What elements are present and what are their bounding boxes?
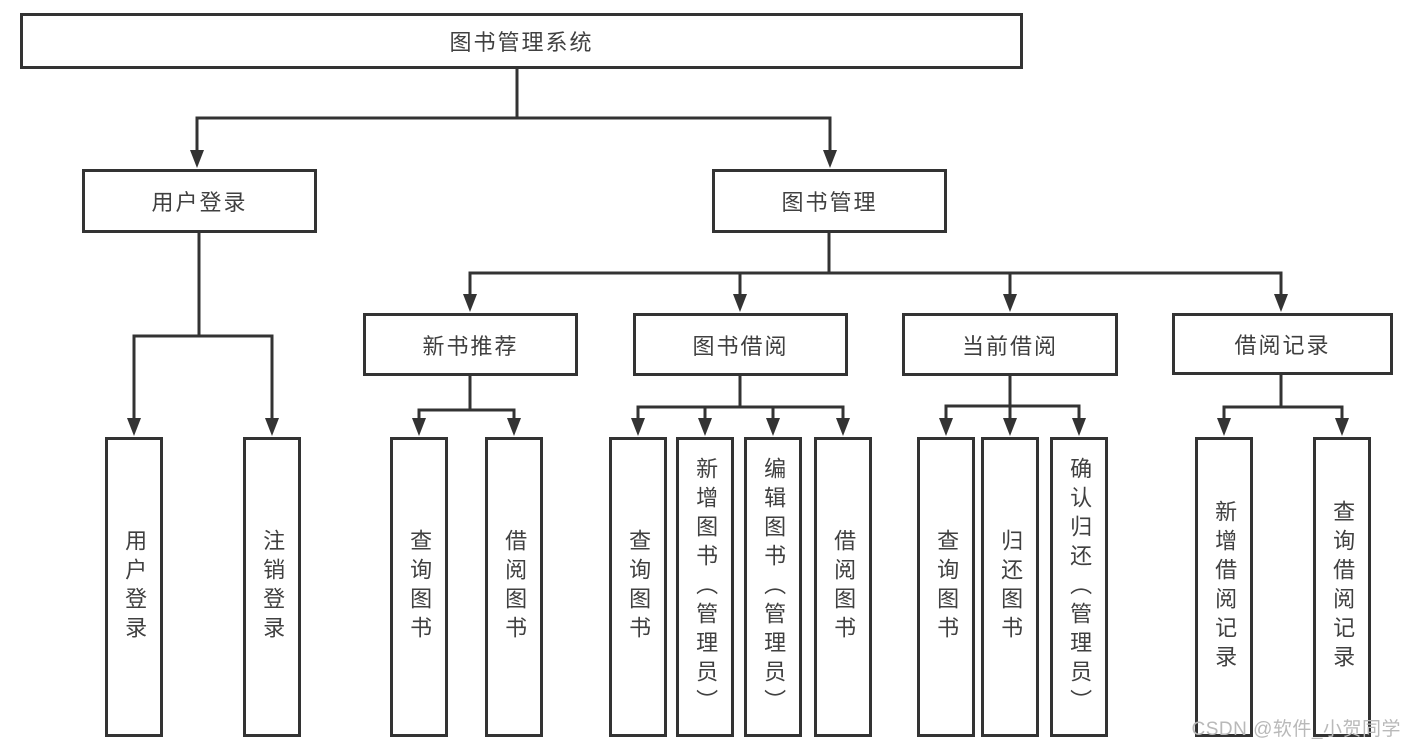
leaf-records-add: 新增借阅记录 xyxy=(1195,437,1253,737)
leaf-borrow-query-label: 查询图书 xyxy=(626,529,652,645)
node-root: 图书管理系统 xyxy=(20,13,1023,69)
leaf-logout: 注销登录 xyxy=(243,437,301,737)
leaf-borrow-borrow: 借阅图书 xyxy=(814,437,872,737)
node-book-borrow: 图书借阅 xyxy=(633,313,848,376)
leaf-current-confirm-admin: 确认归还（管理员） xyxy=(1050,437,1108,737)
leaf-current-query: 查询图书 xyxy=(917,437,975,737)
connector-paths xyxy=(132,69,1344,420)
node-root-label: 图书管理系统 xyxy=(449,30,594,55)
leaf-records-query: 查询借阅记录 xyxy=(1313,437,1371,737)
leaf-records-query-label: 查询借阅记录 xyxy=(1330,500,1356,674)
leaf-newbooks-borrow-label: 借阅图书 xyxy=(502,529,528,645)
node-user-login-label: 用户登录 xyxy=(151,190,248,215)
leaf-user-login-label: 用户登录 xyxy=(122,529,148,645)
leaf-user-login: 用户登录 xyxy=(105,437,163,737)
leaf-borrow-edit-admin-label: 编辑图书（管理员） xyxy=(761,456,787,718)
leaf-current-return: 归还图书 xyxy=(981,437,1039,737)
leaf-newbooks-borrow: 借阅图书 xyxy=(485,437,543,737)
node-user-login: 用户登录 xyxy=(82,169,317,233)
csdn-watermark: CSDN @软件_小贺同学 xyxy=(1191,719,1401,740)
leaf-logout-label: 注销登录 xyxy=(260,529,286,645)
node-book-management-label: 图书管理 xyxy=(781,190,878,215)
leaf-borrow-query: 查询图书 xyxy=(609,437,667,737)
leaf-borrow-borrow-label: 借阅图书 xyxy=(831,529,857,645)
leaf-newbooks-query-label: 查询图书 xyxy=(407,529,433,645)
node-current-borrow: 当前借阅 xyxy=(902,313,1118,376)
node-borrow-records-label: 借阅记录 xyxy=(1234,333,1331,358)
node-borrow-records: 借阅记录 xyxy=(1172,313,1393,375)
node-current-borrow-label: 当前借阅 xyxy=(961,333,1058,359)
node-new-book-recommend: 新书推荐 xyxy=(363,313,578,376)
leaf-records-add-label: 新增借阅记录 xyxy=(1212,500,1238,674)
leaf-borrow-add-admin: 新增图书（管理员） xyxy=(676,437,734,737)
leaf-newbooks-query: 查询图书 xyxy=(390,437,448,737)
node-book-management: 图书管理 xyxy=(712,169,947,233)
leaf-current-confirm-admin-label: 确认归还（管理员） xyxy=(1067,456,1093,718)
leaf-borrow-edit-admin: 编辑图书（管理员） xyxy=(744,437,802,737)
leaf-current-query-label: 查询图书 xyxy=(934,529,960,645)
node-book-borrow-label: 图书借阅 xyxy=(692,333,789,359)
connector-arrowheads xyxy=(127,150,1349,436)
leaf-borrow-add-admin-label: 新增图书（管理员） xyxy=(693,456,719,718)
leaf-current-return-label: 归还图书 xyxy=(998,529,1024,645)
node-new-book-recommend-label: 新书推荐 xyxy=(422,333,519,359)
